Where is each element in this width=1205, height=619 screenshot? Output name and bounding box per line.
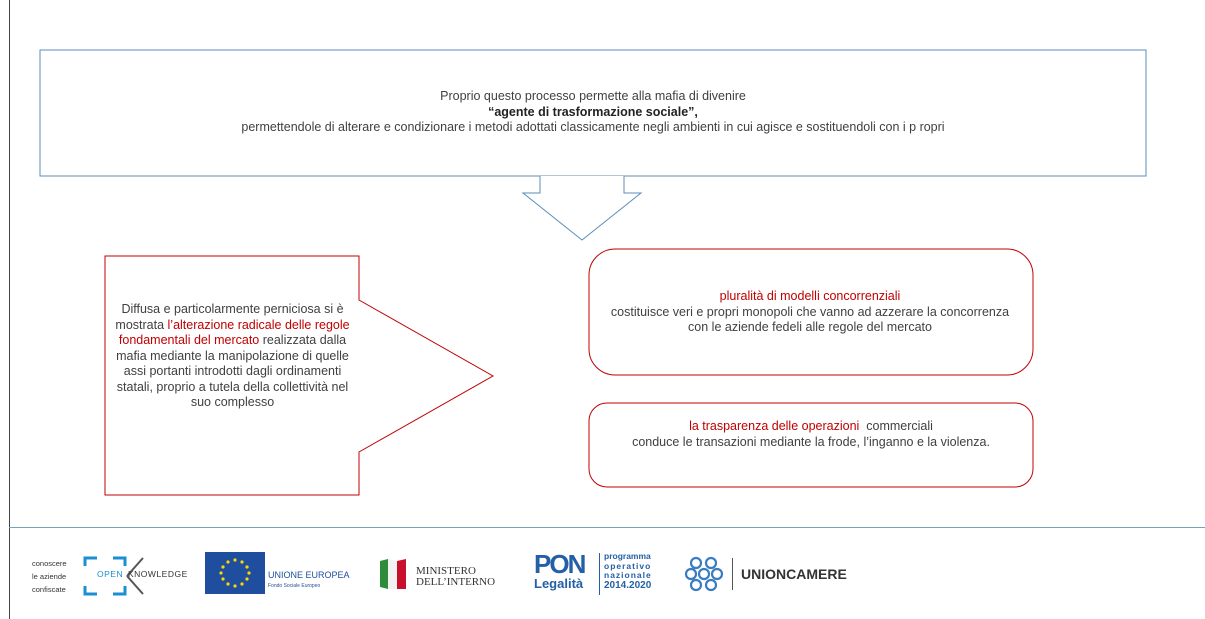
ok-tagline-1: conoscere [32, 559, 67, 568]
right-box-2-body: conduce le transazioni mediante la frode… [632, 434, 990, 449]
left-arrow-text-after: realizzata dalla mafia mediante la manip… [116, 333, 349, 409]
right-box-1-title: pluralità di modelli concorrenziali [719, 289, 901, 303]
pon-legalita: egalità [541, 576, 584, 591]
pon-logo: PON Legalità [534, 551, 598, 595]
ministero-text: MINISTERO DELL’INTERNO [416, 566, 495, 588]
right-box-1-body: costituisce veri e propri monopoli che v… [610, 304, 1010, 335]
left-arrow-text-before: Diffusa e particolarmente perniciosa si … [115, 302, 344, 332]
top-box-line-2: “agente di trasformazione sociale”, [488, 104, 698, 119]
pon-years: 2014.2020 [604, 579, 652, 591]
left-arrow-highlight: l’alterazione radicale delle regole fond… [118, 317, 350, 348]
pon-prog-2: operativo [604, 560, 652, 571]
eu-flag-icon [205, 552, 265, 594]
pon-divider [599, 553, 600, 595]
pon-prog-3: nazionale [604, 570, 652, 580]
pon-big: PON [534, 549, 586, 579]
left-arrow-text: Diffusa e particolarmente perniciosa si … [110, 302, 355, 411]
eu-sub: Fondo Sociale Europeo [268, 583, 321, 589]
eu-label: UNIONE EUROPEA [268, 570, 350, 580]
right-box-2-title-suffix: commerciali [859, 419, 933, 433]
right-box-2-title: la trasparenza delle operazioni [689, 419, 860, 433]
right-box-1-shape [588, 248, 1034, 376]
ok-tagline-3: confiscate [32, 585, 66, 594]
left-arrow-shape [104, 255, 495, 496]
pon-programma: programma operativo nazionale 2014.2020 [604, 551, 652, 591]
open-knowledge-logo-icon [83, 556, 144, 596]
ok-word-open: OPEN [97, 569, 124, 579]
pon-prog-1: programma [604, 551, 651, 561]
left-vertical-rule [9, 0, 10, 619]
top-box-line-3: permettendole di alterare e condizionare… [241, 120, 945, 134]
ministero-line-2: DELL’INTERNO [416, 576, 496, 588]
unioncamere-logo-icon [684, 556, 724, 592]
italy-flag-icon [380, 559, 406, 589]
top-box-text: Proprio questo processo permette alla ma… [40, 89, 1146, 136]
unioncamere-label: UNIONCAMERE [741, 566, 847, 582]
right-box-2-shape [588, 402, 1034, 488]
pon-l: L [534, 576, 542, 591]
right-box-2-text: la trasparenza delle operazioni commerci… [612, 419, 1010, 450]
top-box-shape [39, 49, 1147, 177]
top-box-line-1: Proprio questo processo permette alla ma… [440, 89, 746, 103]
ok-tagline-2: le aziende [32, 572, 67, 581]
ministero-line-1: MINISTERO [416, 565, 476, 577]
ok-word-knowledge: KNOWLEDGE [128, 569, 188, 579]
unioncamere-divider [732, 558, 733, 590]
footer-divider [9, 527, 1205, 528]
down-arrow-shape [521, 176, 643, 241]
open-knowledge-tagline: conoscere le aziende confiscate [32, 557, 67, 596]
right-box-1-text: pluralità di modelli concorrenziali cost… [600, 289, 1020, 336]
